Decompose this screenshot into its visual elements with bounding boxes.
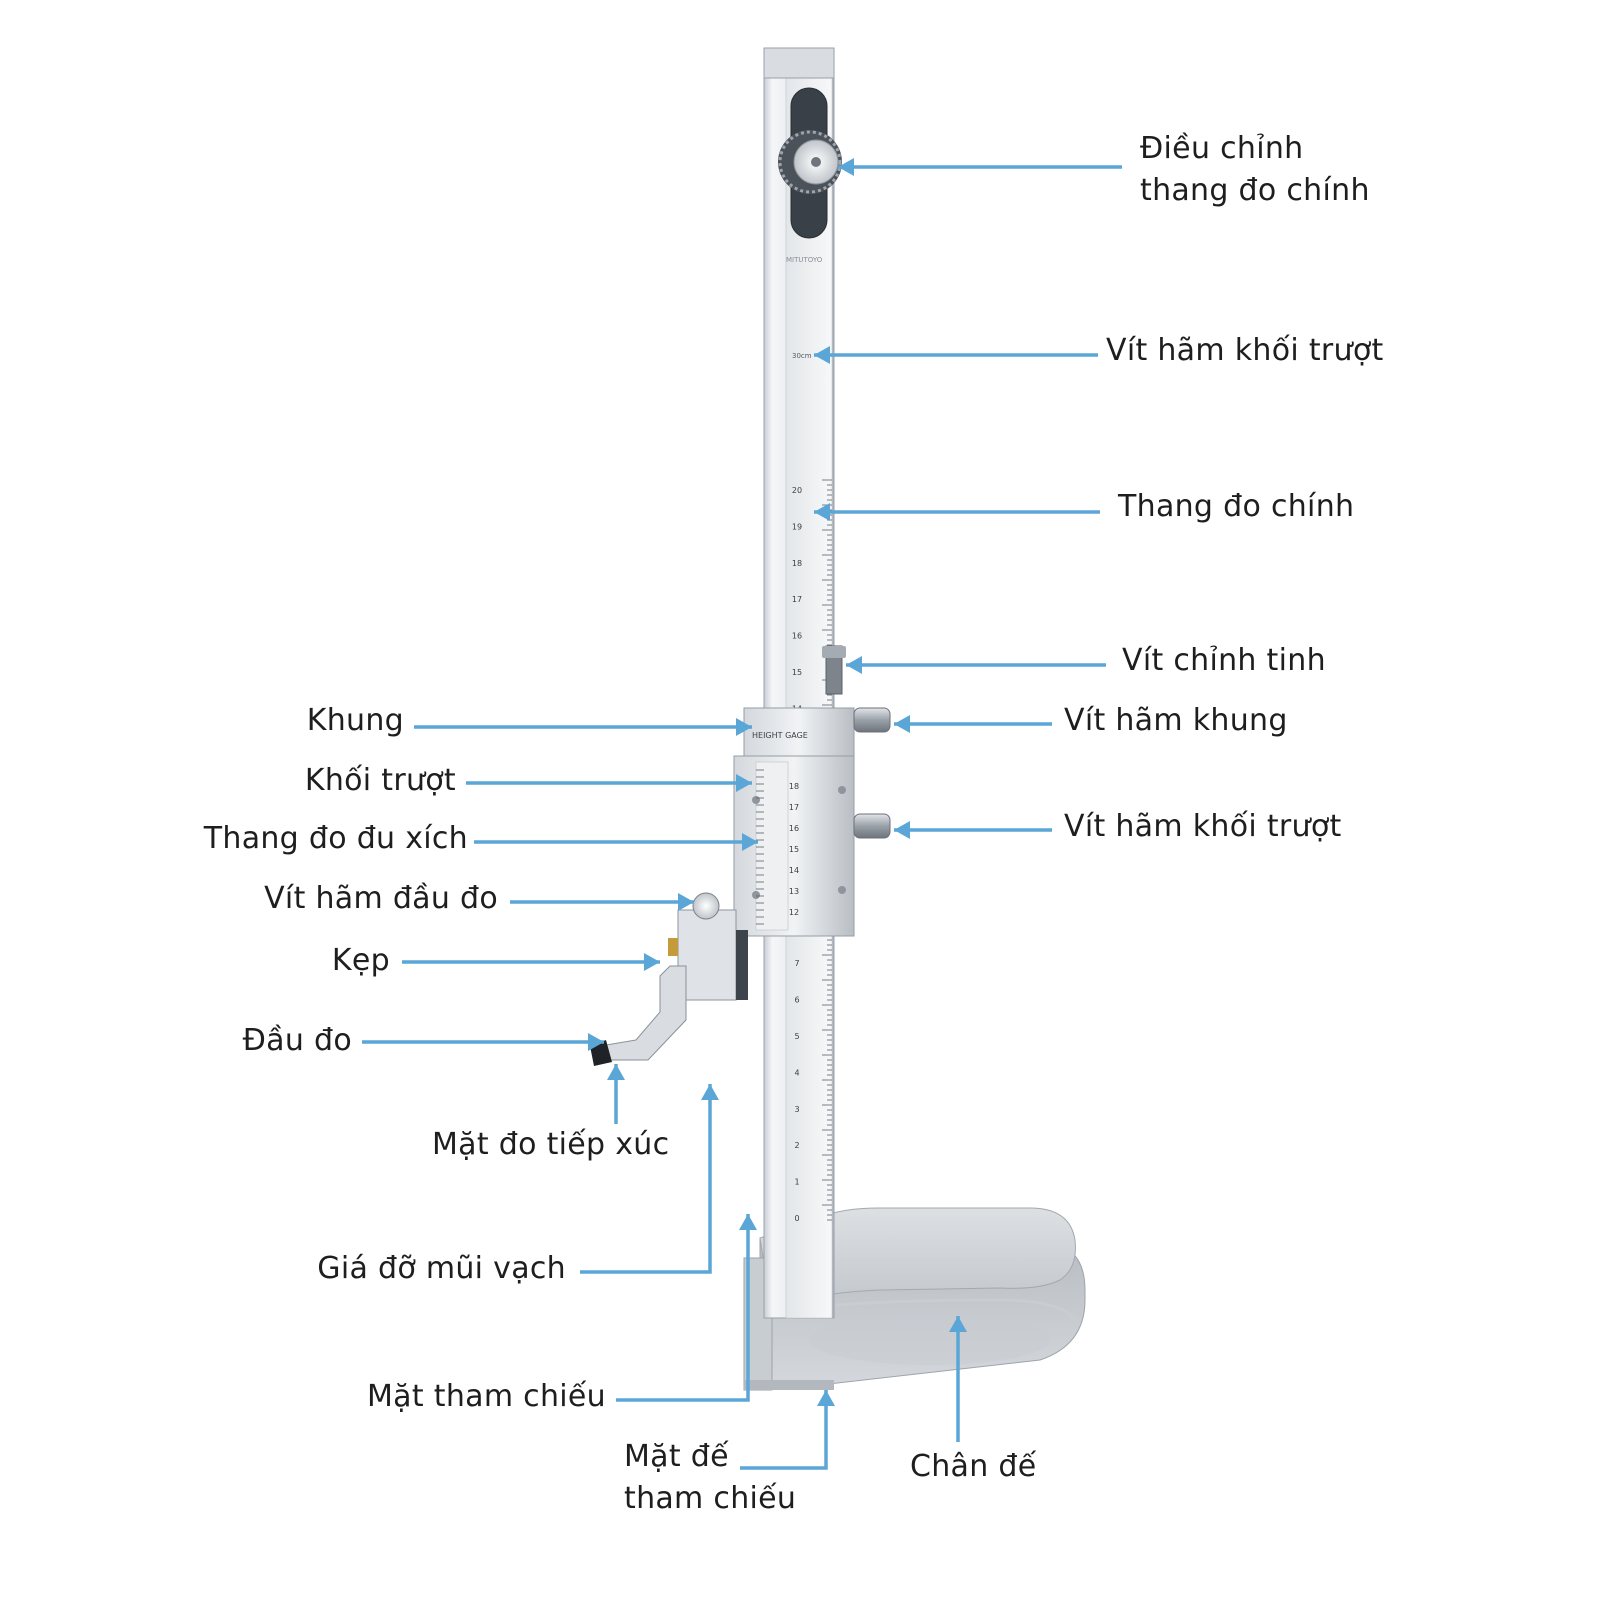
callout-arrows [362,158,1122,1470]
arrow-mat-de-tham-chieu [740,1390,835,1470]
scale-number: 1 [794,1178,799,1187]
arrow-kep [402,953,660,971]
label-line: thang đo chính [1140,173,1370,208]
vernier-number: 15 [789,845,799,854]
arrow-dieu-chinh [838,158,1122,176]
label-gia-do-mui-vach: Giá đỡ mũi vạch [317,1251,566,1286]
vernier-scale-ticks [756,769,764,925]
scale-number: 4 [794,1068,799,1077]
arrow-mat-tham-chieu [616,1214,757,1402]
scale-number: 0 [794,1214,799,1223]
scale-number: 15 [792,668,802,677]
label-line: Mặt đế [624,1439,729,1474]
slider-block [733,755,855,937]
slider-lock-screw [853,813,891,839]
label-vit-ham-khoi-truot-lower: Vít hãm khối trượt [1064,809,1342,844]
arrow-vit-chinh-tinh [846,656,1106,674]
scale-number: 7 [794,959,799,968]
scale-number: 17 [792,595,802,604]
arrow-gia-do-mui-vach [580,1084,719,1274]
vernier-number: 17 [789,803,799,812]
label-vit-ham-khung: Vít hãm khung [1064,703,1288,738]
label-line: tham chiếu [624,1481,797,1516]
scale-number: 5 [794,1032,799,1041]
scale-number: 3 [794,1105,799,1114]
label-vit-ham-dau-do: Vít hãm đầu đo [264,881,498,916]
label-vit-ham-khoi-truot-top: Vít hãm khối trượt [1106,333,1384,368]
vernier-scale-numbers: 18 17 16 15 14 13 12 [789,782,799,917]
arrow-vit-ham-khoi-truot-lower [894,821,1052,839]
label-thang-do-du-xich: Thang đo đu xích [203,821,468,856]
label-kep: Kẹp [331,943,390,978]
arrow-thang-do-chinh [814,503,1100,521]
scale-number: 19 [792,522,802,531]
arrow-vit-ham-khoi-truot-top [814,346,1098,364]
arrow-vit-ham-dau-do [510,893,694,911]
frame-block: HEIGHT GAGE [743,707,855,757]
label-mat-do-tiep-xuc: Mặt đo tiếp xúc [432,1127,670,1162]
scale-number: 6 [794,996,799,1005]
label-mat-de-tham-chieu: Mặt đế tham chiếu [624,1436,796,1520]
label-dau-do: Đầu đo [242,1023,352,1058]
arrow-mat-do-tiep-xuc [607,1064,625,1124]
vernier-number: 18 [789,782,799,791]
label-khung: Khung [306,703,404,738]
scale-number: 20 [792,486,802,495]
scriber [590,965,687,1066]
label-thang-do-chinh: Thang đo chính [1118,489,1355,524]
scale-number: 16 [792,632,802,641]
zero-adjust-knob [778,87,842,239]
arrow-khoi-truot [466,774,752,792]
frame-brand-text: HEIGHT GAGE [752,731,808,740]
arrow-thang-do-du-xich [474,833,758,851]
main-beam [763,47,835,1319]
label-mat-tham-chieu: Mặt tham chiếu [367,1379,606,1414]
vernier-number: 16 [789,824,799,833]
vernier-number: 13 [789,887,799,896]
frame-lock-screw [853,707,891,733]
label-vit-chinh-tinh: Vít chỉnh tinh [1122,643,1326,678]
arrow-chan-de [949,1316,967,1442]
label-khoi-truot: Khối trượt [304,763,456,798]
vernier-number: 12 [789,908,799,917]
fine-adjust-screw [822,645,846,695]
scriber-clamp [668,909,748,1001]
beam-range-mark: 30cm [792,352,812,360]
label-dieu-chinh-thang-do-chinh: Điều chỉnh thang đo chính [1140,128,1370,212]
arrow-dau-do [362,1033,604,1051]
arrow-khung [414,718,752,736]
beam-brand-mark: MITUTOYO [786,256,823,264]
vernier-number: 14 [789,866,799,875]
scriber-lock-screw [692,892,720,920]
scale-number: 18 [792,559,802,568]
label-chan-de: Chân đế [910,1449,1037,1484]
arrow-vit-ham-khung [894,715,1052,733]
scale-number: 2 [794,1141,799,1150]
label-line: Điều chỉnh [1140,131,1304,166]
